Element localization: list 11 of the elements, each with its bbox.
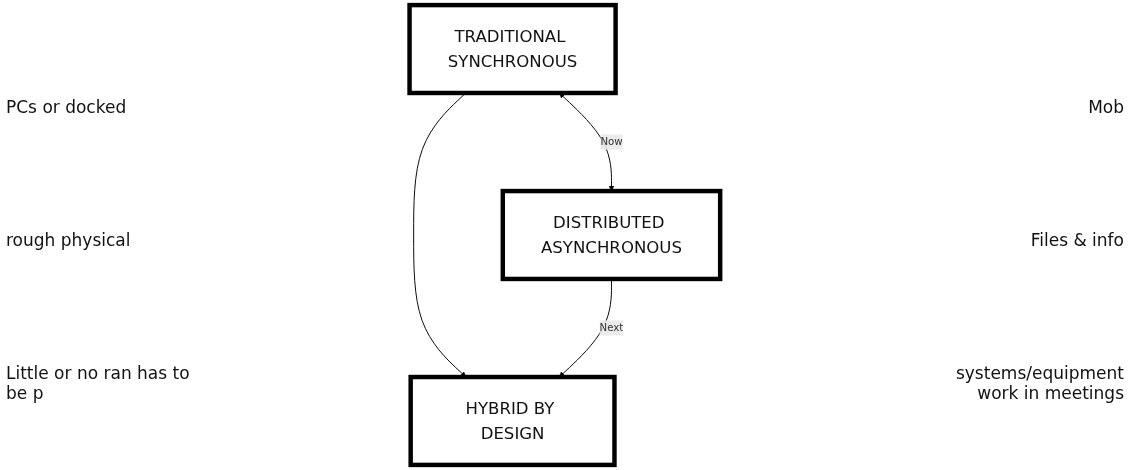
note-text: PCs or docked: [6, 96, 128, 117]
note-text: Little or no ran has to be p: [6, 363, 191, 404]
note-text: systems/equipment work in meetings: [954, 363, 1124, 404]
edge-label: Now: [600, 135, 623, 148]
edge-label: Next: [599, 321, 624, 334]
node-box: TRADITIONAL SYNCHRONOUS: [407, 2, 618, 96]
node-box: DISTRIBUTED ASYNCHRONOUS: [500, 188, 723, 282]
note-text: Files & info: [1029, 230, 1124, 250]
node-box: HYBRID BY DESIGN: [408, 374, 617, 468]
note-text: Mob: [1087, 96, 1124, 117]
note-text: rough physical: [6, 230, 132, 250]
